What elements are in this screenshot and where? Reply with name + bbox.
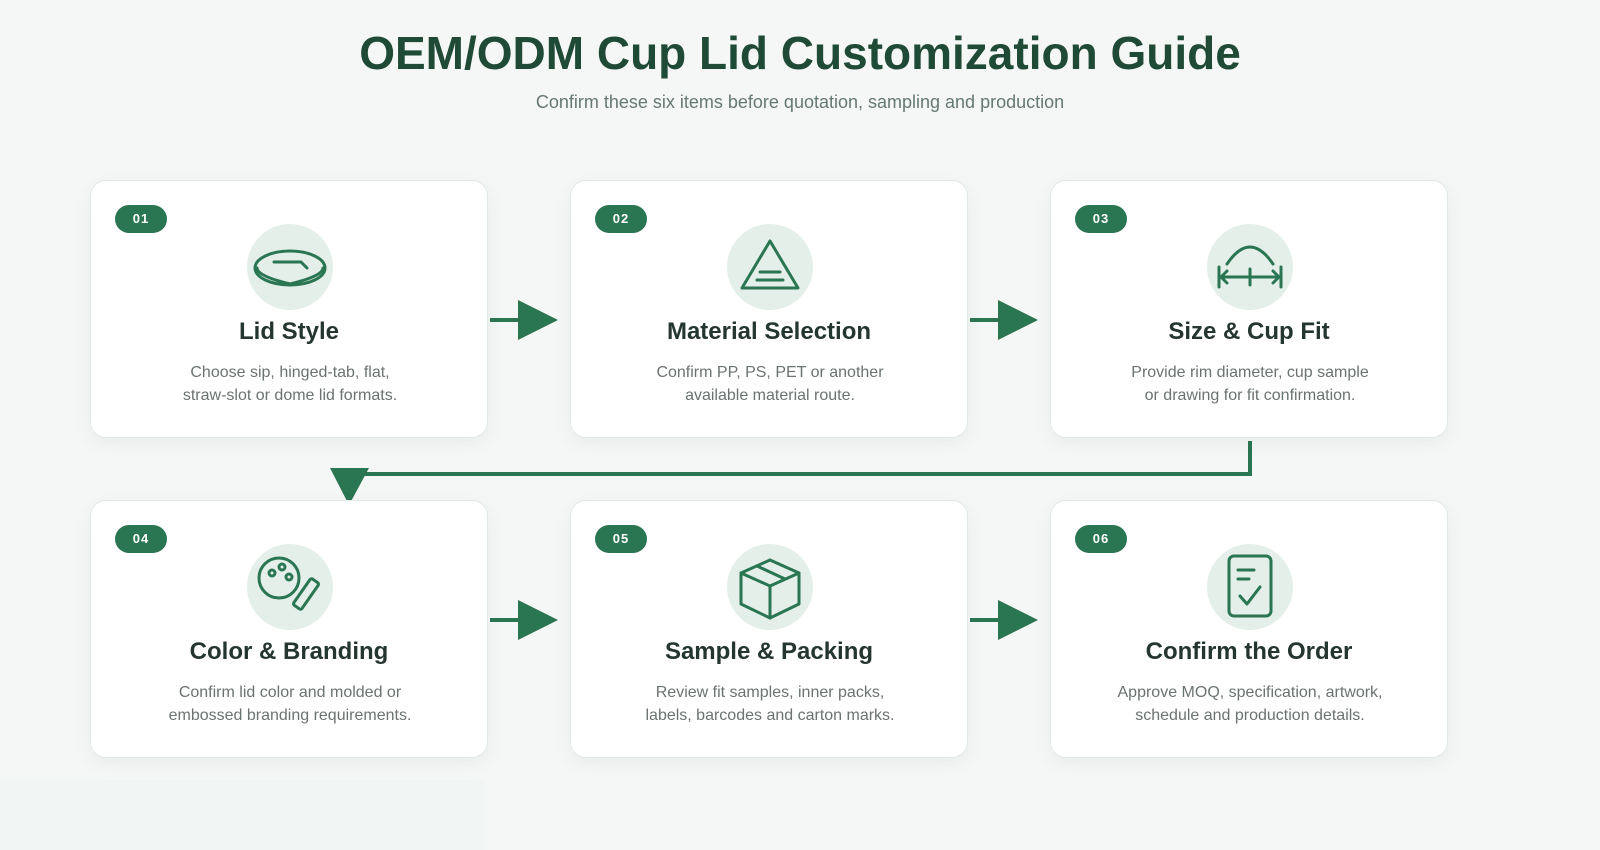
desc-line: available material route. — [685, 387, 855, 404]
checklist-icon — [1207, 544, 1293, 630]
arrow-4-5-head — [518, 600, 558, 640]
step-title: Size & Cup Fit — [1168, 318, 1330, 345]
step-description: Review fit samples, inner packs, labels,… — [621, 681, 919, 727]
recycle-triangle-icon — [727, 224, 813, 310]
arrow-1-2-head — [518, 300, 558, 340]
step-badge: 06 — [1075, 525, 1127, 553]
step-card-material-selection: 02 Material Selection Confirm PP, PS, PE… — [570, 180, 968, 438]
desc-line: Review fit samples, inner packs, — [655, 684, 885, 701]
page-title: OEM/ODM Cup Lid Customization Guide — [359, 27, 1241, 79]
background-panel — [0, 780, 484, 850]
step-description: Choose sip, hinged-tab, flat, straw-slot… — [141, 361, 439, 407]
step-badge: 05 — [595, 525, 647, 553]
arrow-3-4-line — [347, 441, 1252, 484]
box-icon — [727, 544, 813, 630]
arrow-5-6-head — [998, 600, 1038, 640]
step-description: Confirm PP, PS, PET or another available… — [621, 361, 919, 407]
palette-icon — [247, 544, 333, 630]
desc-line: straw-slot or dome lid formats. — [182, 387, 398, 404]
step-description: Provide rim diameter, cup sample or draw… — [1101, 361, 1399, 407]
step-title: Sample & Packing — [664, 638, 874, 665]
step-badge: 01 — [115, 205, 167, 233]
desc-line: embossed branding requirements. — [168, 707, 412, 724]
step-card-size-cup-fit: 03 Size & Cup Fit Provide rim diameter, … — [1050, 180, 1448, 438]
desc-line: Choose sip, hinged-tab, flat, — [190, 364, 390, 381]
desc-line: schedule and production details. — [1135, 707, 1365, 724]
step-badge: 02 — [595, 205, 647, 233]
step-card-lid-style: 01 Lid Style Choose sip, hinged-tab, fla… — [90, 180, 488, 438]
desc-line: Confirm PP, PS, PET or another — [656, 364, 884, 381]
desc-line: labels, barcodes and carton marks. — [645, 707, 895, 724]
step-title: Lid Style — [238, 318, 340, 345]
step-badge: 03 — [1075, 205, 1127, 233]
lid-icon — [247, 224, 333, 310]
step-card-color-branding: 04 Color & Branding Confirm lid color an… — [90, 500, 488, 758]
step-title: Material Selection — [666, 318, 872, 345]
arrow-2-3-head — [998, 300, 1038, 340]
step-title: Confirm the Order — [1145, 638, 1353, 665]
step-description: Confirm lid color and molded or embossed… — [141, 681, 439, 727]
desc-line: or drawing for fit confirmation. — [1144, 387, 1356, 404]
desc-line: Confirm lid color and molded or — [178, 684, 402, 701]
page-subtitle: Confirm these six items before quotation… — [535, 92, 1065, 112]
step-description: Approve MOQ, specification, artwork, sch… — [1101, 681, 1399, 727]
step-title: Color & Branding — [189, 638, 389, 665]
desc-line: Provide rim diameter, cup sample — [1131, 364, 1369, 381]
desc-line: Approve MOQ, specification, artwork, — [1117, 684, 1383, 701]
step-card-sample-packing: 05 Sample & Packing Review fit samples, … — [570, 500, 968, 758]
arrow-3-4-head — [330, 468, 369, 505]
measure-icon — [1207, 224, 1293, 310]
step-badge: 04 — [115, 525, 167, 553]
step-card-confirm-order: 06 Confirm the Order Approve MOQ, specif… — [1050, 500, 1448, 758]
